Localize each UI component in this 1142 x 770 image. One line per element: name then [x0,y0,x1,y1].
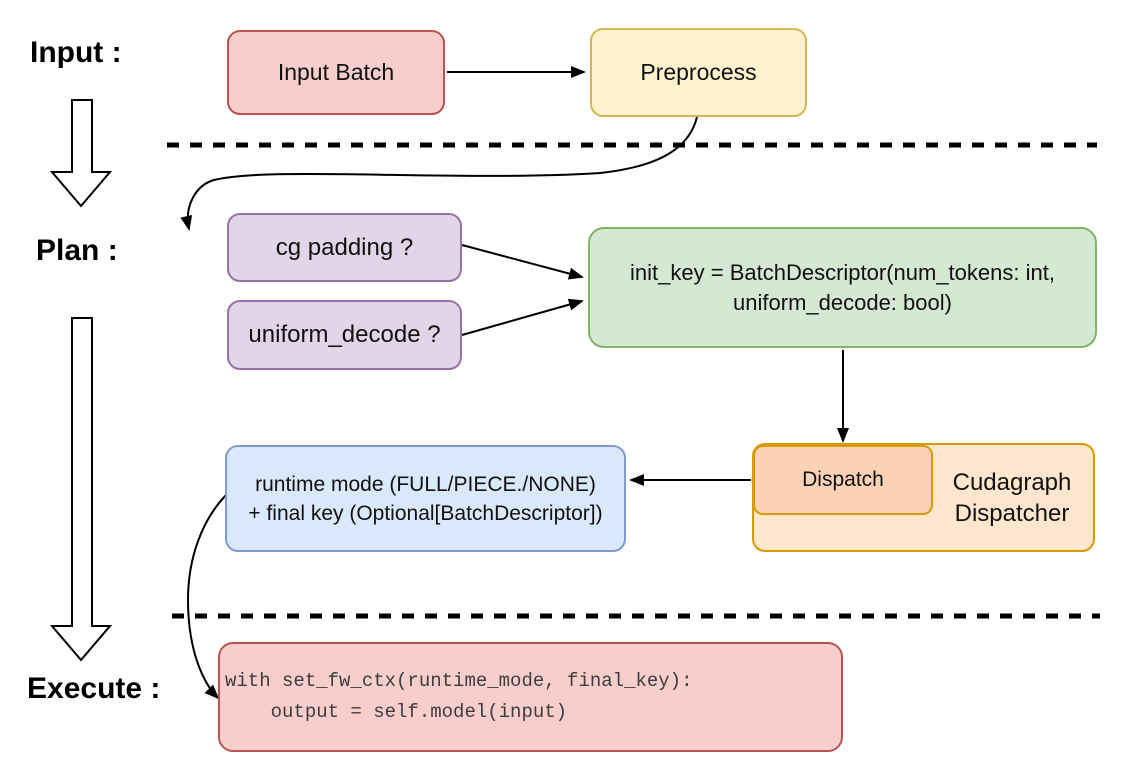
dispatch-node: Dispatch [753,445,933,515]
cg-padding-label: cg padding ? [275,233,414,261]
arrow-preprocess-to-cg-padding [180,116,698,231]
input-stage-label: Input : [30,36,122,69]
preprocess-label: Preprocess [640,59,757,85]
cudagraph-dispatcher-line1: Cudagraph [952,469,1072,496]
input-batch-node: Input Batch [227,30,445,115]
runtime-mode-line1: runtime mode (FULL/PIECE./NONE) [255,472,596,496]
arrow-uniform-decode-to-init-key [461,298,584,336]
uniform-decode-node: uniform_decode ? [227,300,462,370]
arrow-runtime-mode-to-execute-code [186,494,227,700]
input-batch-label: Input Batch [277,59,395,85]
init-key-node: init_key = BatchDescriptor(num_tokens: i… [588,227,1097,348]
dispatch-label: Dispatch [802,468,884,491]
uniform-decode-label: uniform_decode ? [248,321,441,348]
execute-stage-label: Execute : [27,672,161,705]
cg-padding-node: cg padding ? [227,213,462,282]
execute-code-line1: with set_fw_ctx(runtime_mode, final_key)… [225,670,693,692]
execute-code-node: with set_fw_ctx(runtime_mode, final_key)… [218,642,843,752]
execute-code-line2: output = self.model(input) [225,701,568,723]
cudagraph-dispatcher-line2: Dispatcher [954,500,1070,527]
input-to-plan-arrow-icon [49,99,113,208]
cudagraph-dispatcher-label: Cudagraph Dispatcher [933,458,1091,538]
plan-to-execute-arrow-icon [49,317,113,662]
plan-stage-label: Plan : [36,234,118,267]
init-key-line1: init_key = BatchDescriptor(num_tokens: i… [630,259,1055,285]
preprocess-node: Preprocess [590,28,807,117]
init-key-line2: uniform_decode: bool) [733,289,952,315]
runtime-mode-node: runtime mode (FULL/PIECE./NONE) + final … [225,445,626,552]
runtime-mode-line2: + final key (Optional[BatchDescriptor]) [248,501,603,525]
arrow-cg-padding-to-init-key [461,244,584,280]
